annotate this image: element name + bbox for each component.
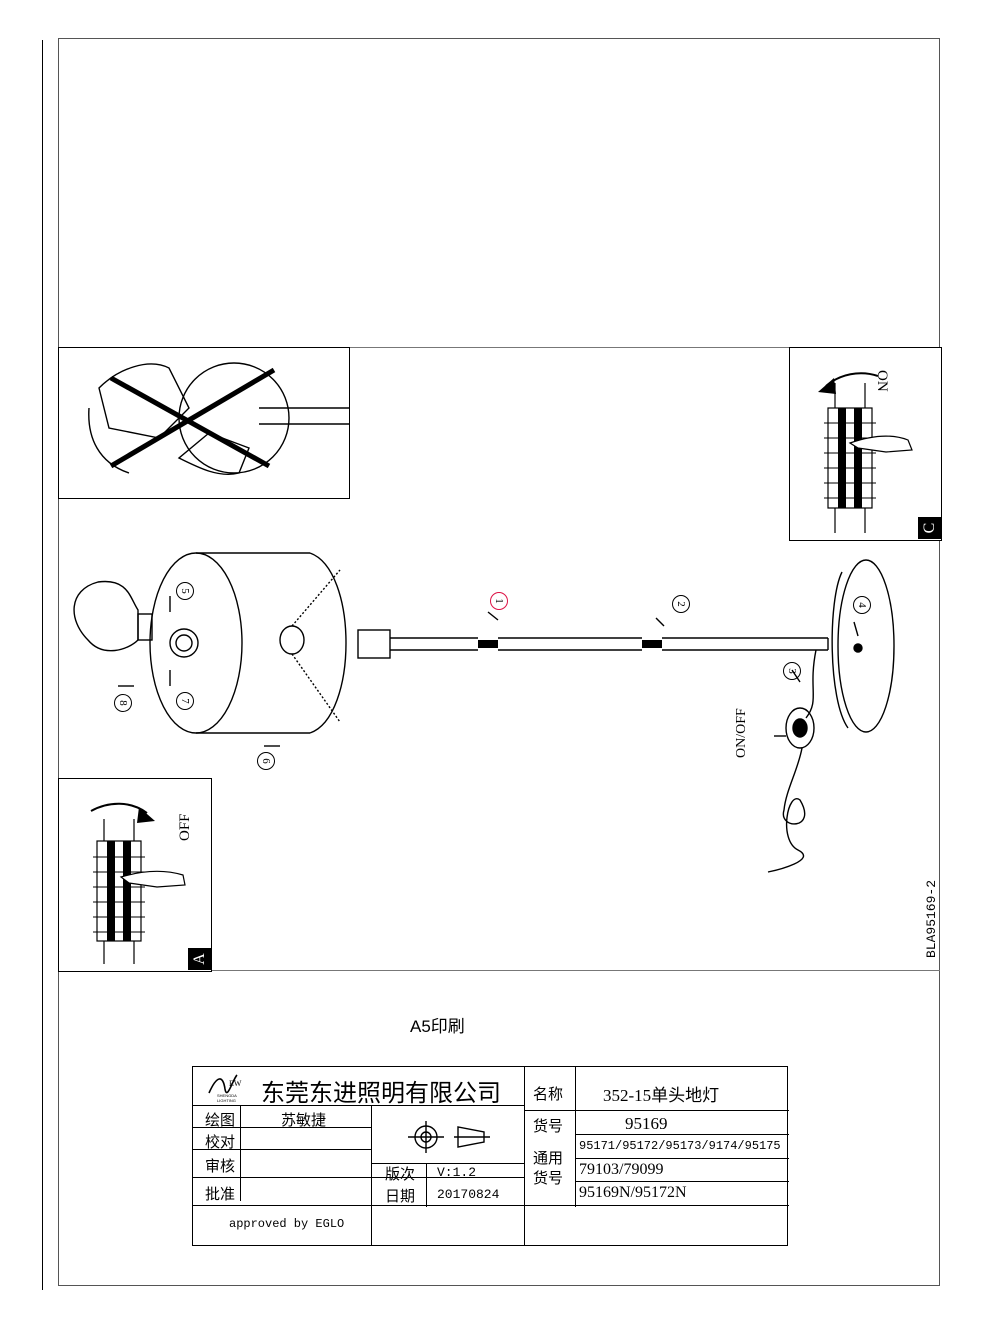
panel-c-switch-label: ON [874, 370, 890, 392]
bulb-icon [73, 580, 139, 652]
lamp-assembly-illustration [73, 552, 895, 873]
logo-subtext: SHENGDA LIGHTING [217, 1093, 237, 1103]
step-label-2: 2 [672, 595, 690, 613]
breaker-on-illustration [818, 372, 913, 533]
panel-a-breaker-off: OFF A [58, 778, 212, 972]
hand-icon [848, 435, 913, 453]
approved-by-eglo: approved by EGLO [229, 1217, 345, 1231]
document-code: BLA95169-2 [924, 879, 939, 958]
panel-a-letter: A [188, 948, 212, 970]
projection-symbol-icon [408, 1121, 490, 1153]
item-no-value: 95169 [625, 1114, 668, 1133]
hot-shade-warning-illustration [88, 362, 349, 475]
date-label: 日期 [385, 1189, 416, 1205]
print-note: A5印刷 [410, 1017, 465, 1036]
foot-switch-label: ON/OFF [734, 708, 749, 758]
drawn-by-label: 绘图 [205, 1113, 236, 1129]
reviewed-by-label: 审核 [205, 1159, 236, 1175]
step-label-5: 5 [176, 582, 194, 600]
product-name-label: 名称 [533, 1087, 564, 1103]
product-name-value: 352-15单头地灯 [603, 1086, 720, 1105]
approved-by-label: 批准 [205, 1187, 236, 1203]
warning-panel [58, 347, 350, 499]
version-value: V:1.2 [437, 1165, 477, 1180]
general-item-value-1: 95171/95172/95173/9174/95175 [579, 1139, 781, 1153]
general-item-label-2: 货号 [533, 1171, 564, 1187]
shade-rim [149, 552, 243, 734]
company-logo: EW SHENGDA LIGHTING [203, 1071, 253, 1103]
step-label-8: 8 [114, 694, 132, 712]
lower-section-divider [58, 970, 940, 971]
step-label-1: 1 [490, 592, 508, 610]
panel-c-breaker-on: ON C [789, 347, 942, 541]
date-value: 20170824 [437, 1187, 500, 1202]
general-item-value-2: 79103/79099 [579, 1161, 664, 1178]
general-item-value-3: 95169N/95172N [579, 1184, 687, 1201]
breaker-off-illustration [90, 802, 186, 964]
step-label-3: 3 [783, 662, 801, 680]
item-no-label: 货号 [533, 1119, 564, 1135]
left-margin-line [42, 40, 43, 1290]
step-label-7: 7 [176, 692, 194, 710]
shengda-logo-icon [208, 1074, 238, 1094]
title-block: EW SHENGDA LIGHTING 东莞东进照明有限公司 绘图 苏敏捷 校对… [192, 1066, 789, 1246]
cross-mark-icon [109, 367, 276, 469]
step-label-4: 4 [853, 596, 871, 614]
company-name: 东莞东进照明有限公司 [261, 1081, 501, 1107]
drawn-by-value: 苏敏捷 [281, 1113, 327, 1129]
logo-text: EW [229, 1079, 242, 1088]
general-item-label-1: 通用 [533, 1151, 564, 1167]
version-label: 版次 [385, 1167, 416, 1183]
hand-icon [119, 870, 186, 888]
drawing-frame [58, 38, 940, 1286]
step-label-6: 6 [257, 752, 275, 770]
upper-section-divider [58, 347, 940, 348]
checked-by-label: 校对 [205, 1135, 236, 1151]
